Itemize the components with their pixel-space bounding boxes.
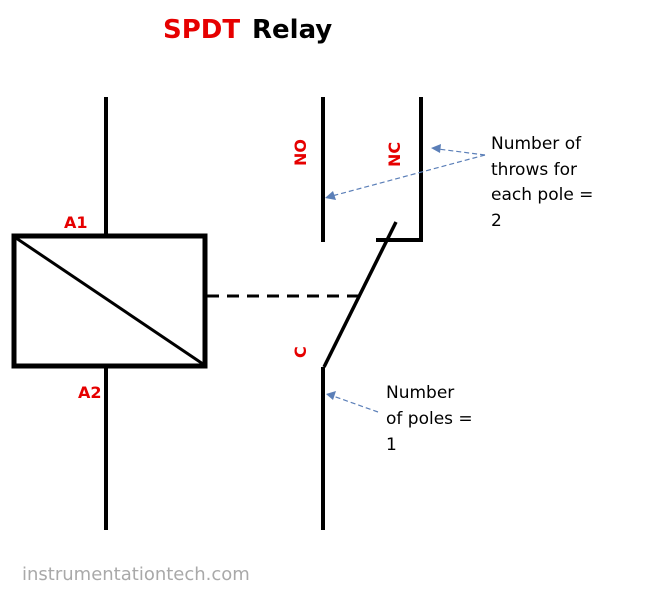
throws-arrows — [325, 144, 486, 200]
poles-annotation: Number of poles = 1 — [386, 383, 478, 455]
coil-diagonal — [15, 236, 204, 366]
poles-arrow — [326, 391, 379, 413]
no-label: NO — [291, 139, 310, 166]
common-switch-arm — [322, 221, 398, 368]
nc-label: NC — [385, 142, 404, 167]
watermark: instrumentationtech.com — [22, 564, 250, 585]
title-relay: Relay — [252, 15, 332, 45]
common-label: C — [291, 346, 310, 358]
title-spdt: SPDT — [163, 15, 240, 45]
terminal-a2-label: A2 — [78, 383, 102, 402]
throws-annotation: Number of throws for each pole = 2 — [491, 134, 599, 231]
terminal-a1-label: A1 — [64, 213, 88, 232]
